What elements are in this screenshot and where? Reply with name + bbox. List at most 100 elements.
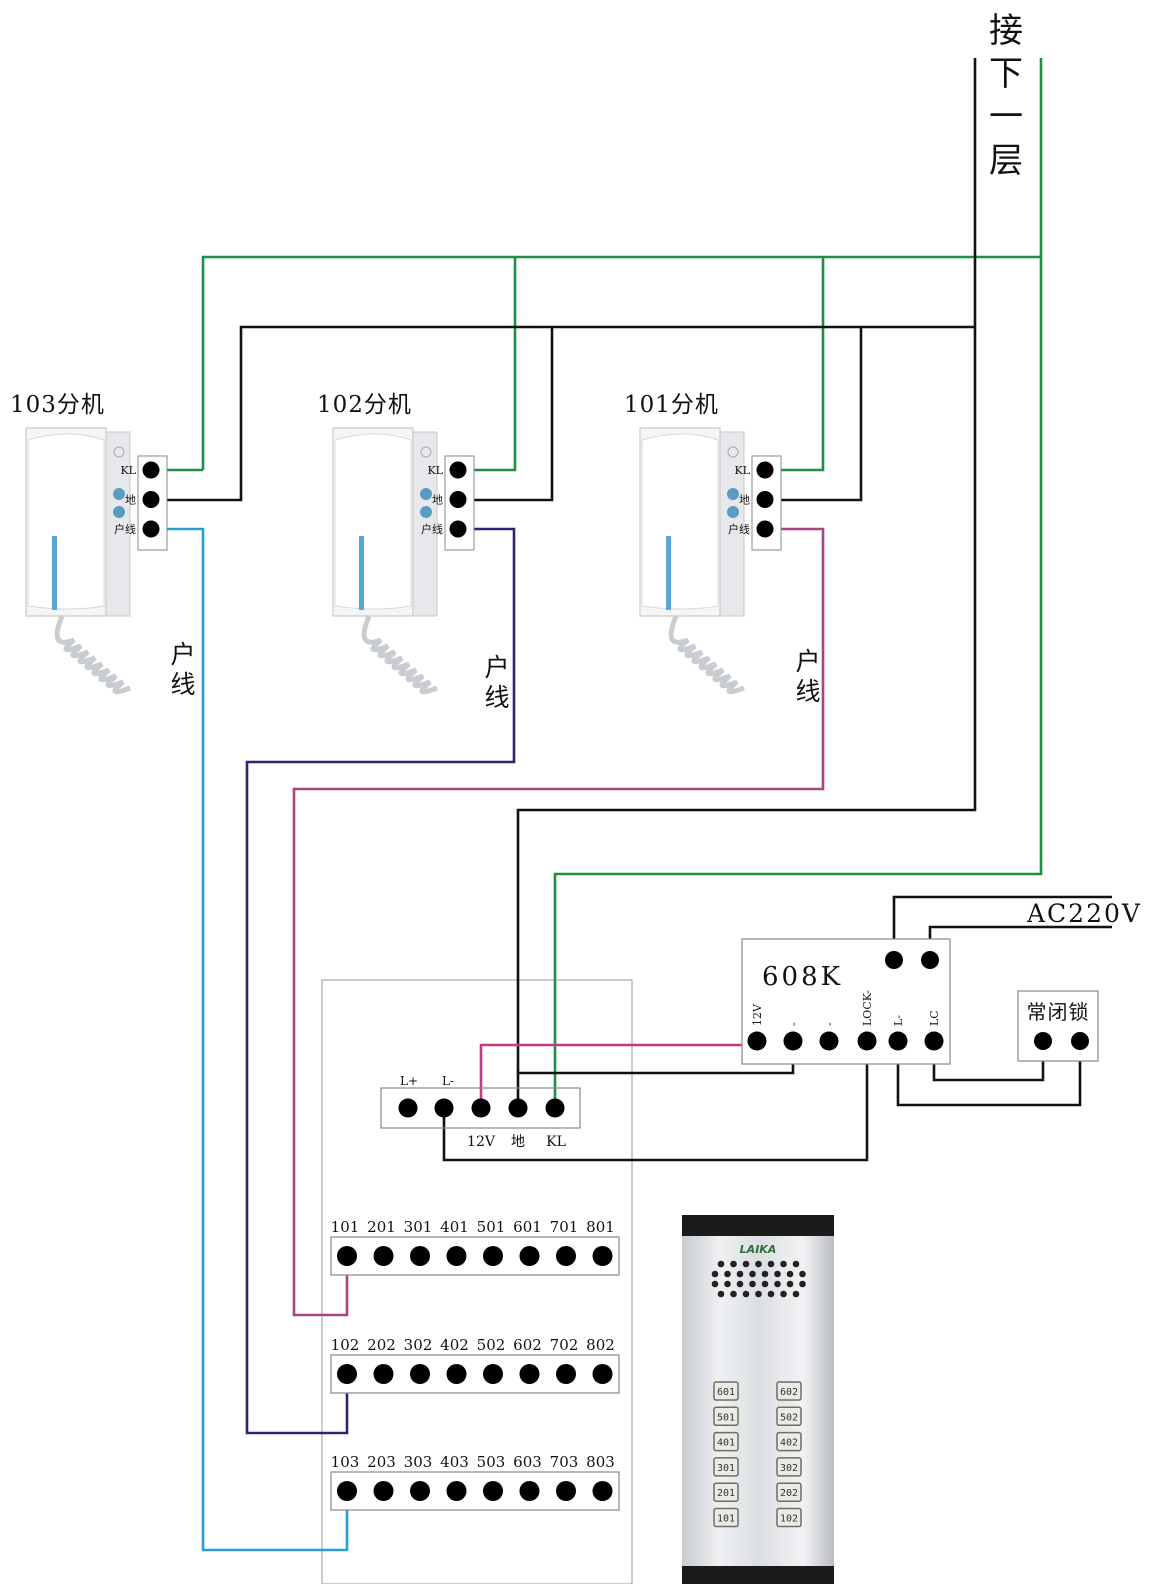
speaker-hole	[755, 1260, 762, 1268]
handset-terminal-dot	[142, 520, 160, 538]
handset-title: 102分机	[317, 392, 412, 418]
apartment-label: 601	[513, 1218, 542, 1236]
controller-terminals: 12V--LOCK-L-LC	[747, 990, 944, 1051]
green-wire	[201, 255, 1041, 470]
call-button[interactable]: 202	[776, 1482, 802, 1502]
apartment-terminal	[592, 1246, 613, 1266]
handset-terminal-label: 地	[125, 494, 136, 507]
call-button-label: 101	[717, 1514, 735, 1525]
speaker-hole	[736, 1280, 744, 1288]
terminal-dot	[545, 1098, 565, 1118]
black-wire	[896, 1041, 1082, 1107]
blue-button-icon	[727, 488, 739, 500]
call-button-frame[interactable]	[713, 1482, 739, 1502]
speaker-hole	[717, 1260, 725, 1268]
speaker-hole	[761, 1270, 769, 1278]
call-button-label: 502	[780, 1412, 798, 1423]
call-button-label: 201	[717, 1488, 735, 1499]
green-wire	[771, 257, 825, 472]
controller-terminal-label: L-	[892, 1015, 905, 1026]
controller-terminal-dot	[783, 1031, 803, 1051]
speaker-hole	[724, 1270, 731, 1278]
terminal-dot	[471, 1098, 491, 1118]
call-button[interactable]: 101	[713, 1507, 739, 1528]
next-floor-char: 层	[989, 141, 1023, 181]
black-wire	[442, 1041, 869, 1162]
apartment-terminal	[519, 1364, 540, 1384]
call-button-frame[interactable]	[713, 1431, 739, 1452]
call-button-frame[interactable]	[776, 1431, 802, 1452]
apartment-label: 701	[550, 1218, 579, 1236]
call-button[interactable]: 601	[713, 1381, 739, 1401]
call-button-frame[interactable]	[713, 1381, 739, 1401]
call-button-label: 102	[780, 1514, 798, 1525]
controller-terminal-dot	[747, 1031, 767, 1051]
apartment-label: 702	[550, 1336, 579, 1354]
speaker-hole	[742, 1260, 750, 1268]
speaker-hole	[730, 1290, 737, 1298]
cyan-wire	[151, 527, 349, 1552]
handset-terminal-dot	[756, 520, 774, 538]
call-button-label: 602	[780, 1387, 798, 1398]
apartment-terminal	[410, 1481, 430, 1501]
controller-terminal-label: LC	[928, 1010, 941, 1026]
speaker-hole	[755, 1290, 762, 1298]
controller-box	[741, 938, 951, 1065]
speaker-icon	[727, 446, 739, 458]
apartment-label: 403	[440, 1453, 469, 1471]
door-panel-buttons[interactable]: 601 501 401 301 201 101 602 502 402 302 202 102	[713, 1381, 802, 1528]
handset-stripe	[52, 536, 57, 610]
controller-title: 608K	[762, 962, 843, 992]
black-wire	[462, 327, 554, 502]
handset-receiver	[334, 433, 412, 610]
speaker-hole	[724, 1280, 731, 1288]
call-button[interactable]: 502	[776, 1406, 802, 1427]
call-button[interactable]: 401	[713, 1431, 739, 1452]
navy-wire	[245, 527, 516, 1435]
coiled-cord	[361, 615, 438, 695]
call-button[interactable]: 201	[713, 1482, 739, 1502]
apartment-label: 802	[586, 1336, 615, 1354]
speaker-icon	[420, 446, 432, 458]
blue-button-icon	[420, 488, 432, 500]
call-button[interactable]: 102	[776, 1507, 802, 1528]
call-button-frame[interactable]	[776, 1482, 802, 1502]
handset-terminal-dot	[142, 491, 160, 508]
apartment-label: 503	[477, 1453, 506, 1471]
call-button[interactable]: 501	[713, 1406, 739, 1427]
speaker-icon	[113, 446, 125, 458]
handset-receiver	[641, 433, 719, 610]
handset-terminal-dot	[449, 461, 467, 479]
handset-terminal-label: KL	[120, 464, 136, 477]
controller-terminal-dot	[819, 1031, 839, 1051]
call-button[interactable]: 301	[713, 1457, 739, 1477]
handset-terminal-dot	[449, 491, 467, 508]
call-button-frame[interactable]	[713, 1457, 739, 1477]
call-button[interactable]: 602	[776, 1381, 802, 1401]
handset-side	[719, 431, 745, 617]
apartment-label: 102	[331, 1336, 360, 1354]
call-button-frame[interactable]	[776, 1457, 802, 1477]
call-button-frame[interactable]	[776, 1406, 802, 1427]
purple-wire	[292, 527, 825, 1317]
apartment-label: 603	[513, 1453, 542, 1471]
call-button[interactable]: 402	[776, 1431, 802, 1452]
call-button-frame[interactable]	[713, 1406, 739, 1427]
terminal-dot	[508, 1098, 528, 1118]
terminal-label: L+	[400, 1074, 418, 1088]
controller-terminal-label: LOCK-	[861, 990, 874, 1026]
apartment-terminal	[373, 1481, 394, 1501]
controller-608k: 608K 12V--LOCK-L-LC	[741, 938, 951, 1065]
call-button-frame[interactable]	[776, 1507, 802, 1528]
call-button-frame[interactable]	[713, 1507, 739, 1528]
apartment-label: 501	[477, 1218, 506, 1236]
next-floor-char: 下	[989, 54, 1023, 94]
call-button[interactable]: 302	[776, 1457, 802, 1477]
call-button-frame[interactable]	[776, 1381, 802, 1401]
blue-button-icon	[420, 506, 432, 518]
speaker-hole	[767, 1260, 775, 1268]
speaker-hole	[786, 1270, 794, 1278]
